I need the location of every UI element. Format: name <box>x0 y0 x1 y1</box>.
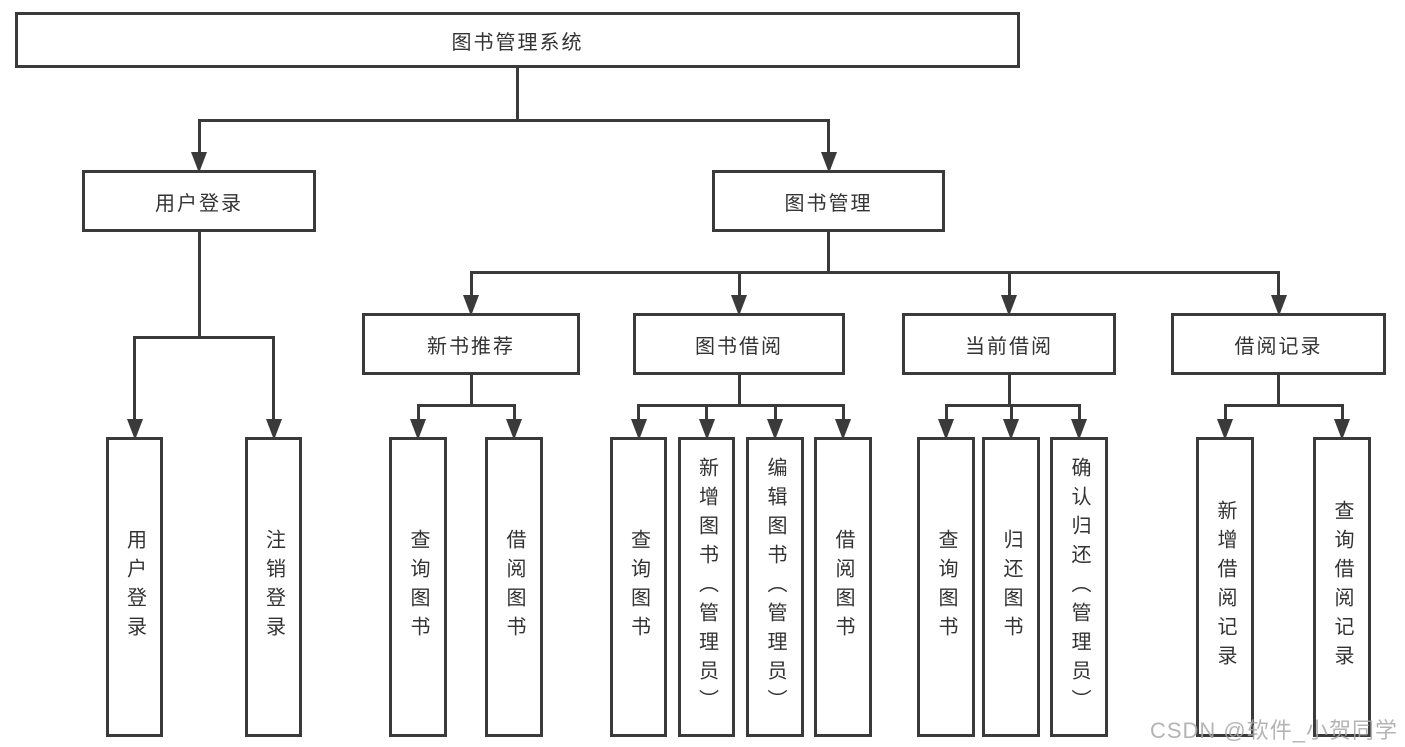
connector-line <box>416 403 516 407</box>
node-bb-edit-book: 编辑图书（管理员） <box>746 437 804 737</box>
node-br-add-record: 新增借阅记录 <box>1196 437 1254 737</box>
node-label-cb-return-book: 归还图书 <box>1000 529 1022 645</box>
connector-line <box>1007 374 1011 407</box>
node-label-cb-confirm-return: 确认归还（管理员） <box>1068 456 1090 718</box>
node-label-br-query-record: 查询借阅记录 <box>1331 500 1353 674</box>
connector-line <box>827 120 830 152</box>
connector-line <box>1223 405 1227 419</box>
node-label-rec-borrow-book: 借阅图书 <box>503 529 525 645</box>
node-book-mgmt: 图书管理 <box>712 170 945 232</box>
node-root: 图书管理系统 <box>15 12 1020 68</box>
connector-line <box>944 405 948 419</box>
arrowhead-down-icon <box>191 152 207 173</box>
connector-line <box>516 67 519 122</box>
connector-line <box>1277 272 1280 295</box>
node-bb-query-book: 查询图书 <box>610 437 667 737</box>
node-label-leaf-user-login: 用户登录 <box>123 529 146 645</box>
node-br-query-record: 查询借阅记录 <box>1313 437 1371 737</box>
arrowhead-down-icon <box>630 419 647 440</box>
arrowhead-down-icon <box>1270 295 1287 316</box>
node-leaf-logout: 注销登录 <box>245 437 302 737</box>
connector-line <box>512 405 516 419</box>
connector-line <box>1277 374 1280 407</box>
node-label-current-borrow: 当前借阅 <box>965 335 1053 358</box>
node-cb-confirm-return: 确认归还（管理员） <box>1050 437 1108 737</box>
arrowhead-down-icon <box>698 419 715 440</box>
node-cb-return-book: 归还图书 <box>982 437 1040 737</box>
connector-line <box>737 272 741 295</box>
connector-line <box>133 335 275 339</box>
arrowhead-down-icon <box>1001 295 1017 316</box>
node-label-bb-add-book: 新增图书（管理员） <box>695 456 718 718</box>
node-cb-query-book: 查询图书 <box>917 437 975 737</box>
arrowhead-down-icon <box>1003 419 1019 440</box>
connector-line <box>197 120 201 152</box>
node-book-borrow: 图书借阅 <box>633 313 845 375</box>
connector-line <box>1223 403 1344 407</box>
node-bb-add-book: 新增图书（管理员） <box>678 437 735 737</box>
node-leaf-user-login: 用户登录 <box>106 437 163 737</box>
node-label-root: 图书管理系统 <box>451 31 584 54</box>
connector-line <box>1007 272 1011 295</box>
arrowhead-down-icon <box>820 152 837 173</box>
connector-line <box>773 405 777 419</box>
connector-line <box>1340 405 1344 419</box>
connector-line <box>827 231 830 274</box>
connector-line <box>416 405 420 419</box>
arrowhead-down-icon <box>767 419 783 440</box>
connector-line <box>197 231 201 339</box>
arrowhead-down-icon <box>938 419 954 440</box>
arrowhead-down-icon <box>1334 419 1350 440</box>
arrowhead-down-icon <box>1071 419 1087 440</box>
connector-line <box>197 118 830 122</box>
node-label-bb-query-book: 查询图书 <box>627 529 650 645</box>
node-bb-borrow-book: 借阅图书 <box>814 437 872 737</box>
connector-line <box>841 405 845 419</box>
node-label-bb-borrow-book: 借阅图书 <box>832 529 854 645</box>
node-rec-borrow-book: 借阅图书 <box>485 437 543 737</box>
node-label-book-mgmt: 图书管理 <box>784 192 873 215</box>
connector-line <box>133 337 136 419</box>
arrowhead-down-icon <box>463 295 479 316</box>
node-borrow-records: 借阅记录 <box>1171 313 1386 375</box>
arrowhead-down-icon <box>265 419 282 440</box>
node-user-login: 用户登录 <box>82 170 316 232</box>
connector-line <box>469 374 473 407</box>
connector-line <box>637 405 640 419</box>
connector-line <box>705 405 708 419</box>
node-label-new-book-rec: 新书推荐 <box>427 335 515 358</box>
connector-line <box>637 403 845 407</box>
node-label-borrow-records: 借阅记录 <box>1234 335 1323 358</box>
connector-line <box>469 272 473 295</box>
node-label-bb-edit-book: 编辑图书（管理员） <box>764 456 786 718</box>
node-label-br-add-record: 新增借阅记录 <box>1214 500 1236 674</box>
connector-line <box>944 403 1081 407</box>
connector-line <box>272 337 275 419</box>
node-new-book-rec: 新书推荐 <box>362 313 580 375</box>
arrowhead-down-icon <box>410 419 426 440</box>
connector-line <box>737 374 741 407</box>
node-label-user-login: 用户登录 <box>155 192 243 215</box>
arrowhead-down-icon <box>835 419 851 440</box>
arrowhead-down-icon <box>731 295 747 316</box>
node-rec-query-book: 查询图书 <box>389 437 447 737</box>
arrowhead-down-icon <box>1217 419 1233 440</box>
arrowhead-down-icon <box>506 419 522 440</box>
node-label-cb-query-book: 查询图书 <box>935 529 957 645</box>
connector-line <box>469 270 1280 274</box>
node-label-rec-query-book: 查询图书 <box>407 529 429 645</box>
watermark-text: CSDN @软件_小贺同学 <box>1149 718 1398 743</box>
node-label-book-borrow: 图书借阅 <box>695 335 783 358</box>
connector-line <box>1077 405 1081 419</box>
node-current-borrow: 当前借阅 <box>902 313 1116 375</box>
node-label-leaf-logout: 注销登录 <box>262 529 285 645</box>
arrowhead-down-icon <box>126 419 143 440</box>
connector-line <box>1009 405 1013 419</box>
